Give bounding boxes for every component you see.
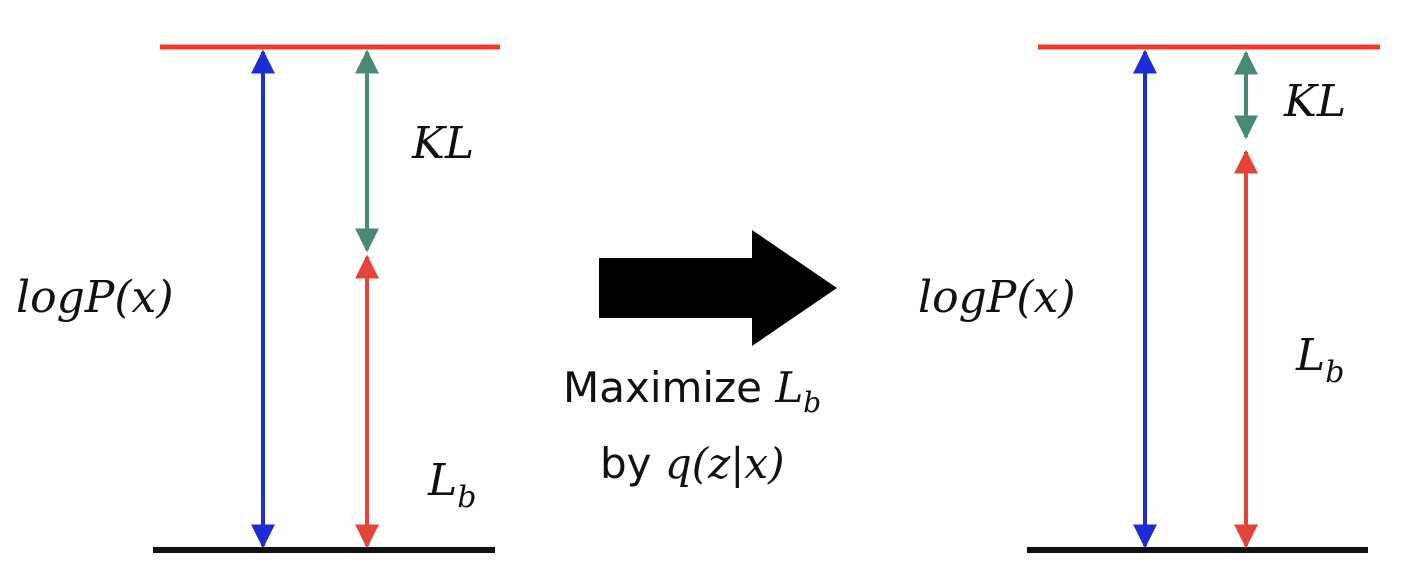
lb-label-sub: b xyxy=(457,480,476,515)
right-panel: logP(x) KL Lb xyxy=(918,44,1380,553)
caption-q-expression: q(z|x) xyxy=(665,439,785,488)
caption-line-1: Maximize Lb xyxy=(563,363,821,419)
transition: Maximize Lb by q(z|x) xyxy=(563,230,837,488)
big-right-arrow xyxy=(599,230,837,346)
kl-label: KL xyxy=(411,118,474,169)
logp-label-right: logP(x) xyxy=(918,272,1075,323)
caption-lb-sub: b xyxy=(803,386,821,419)
lb-label-main: L xyxy=(427,455,457,506)
left-panel: logP(x) KL Lb xyxy=(16,44,500,553)
caption-by: by xyxy=(600,439,665,488)
lb-label: Lb xyxy=(427,455,476,515)
caption-lb-main: L xyxy=(774,363,803,412)
caption-maximize: Maximize xyxy=(563,363,775,412)
kl-label-right: KL xyxy=(1283,76,1346,127)
lb-label-right-sub: b xyxy=(1325,355,1344,390)
caption-line-2: by q(z|x) xyxy=(600,439,785,488)
lb-label-right: Lb xyxy=(1295,330,1344,390)
lb-label-right-main: L xyxy=(1295,330,1325,381)
logp-label: logP(x) xyxy=(16,272,173,323)
